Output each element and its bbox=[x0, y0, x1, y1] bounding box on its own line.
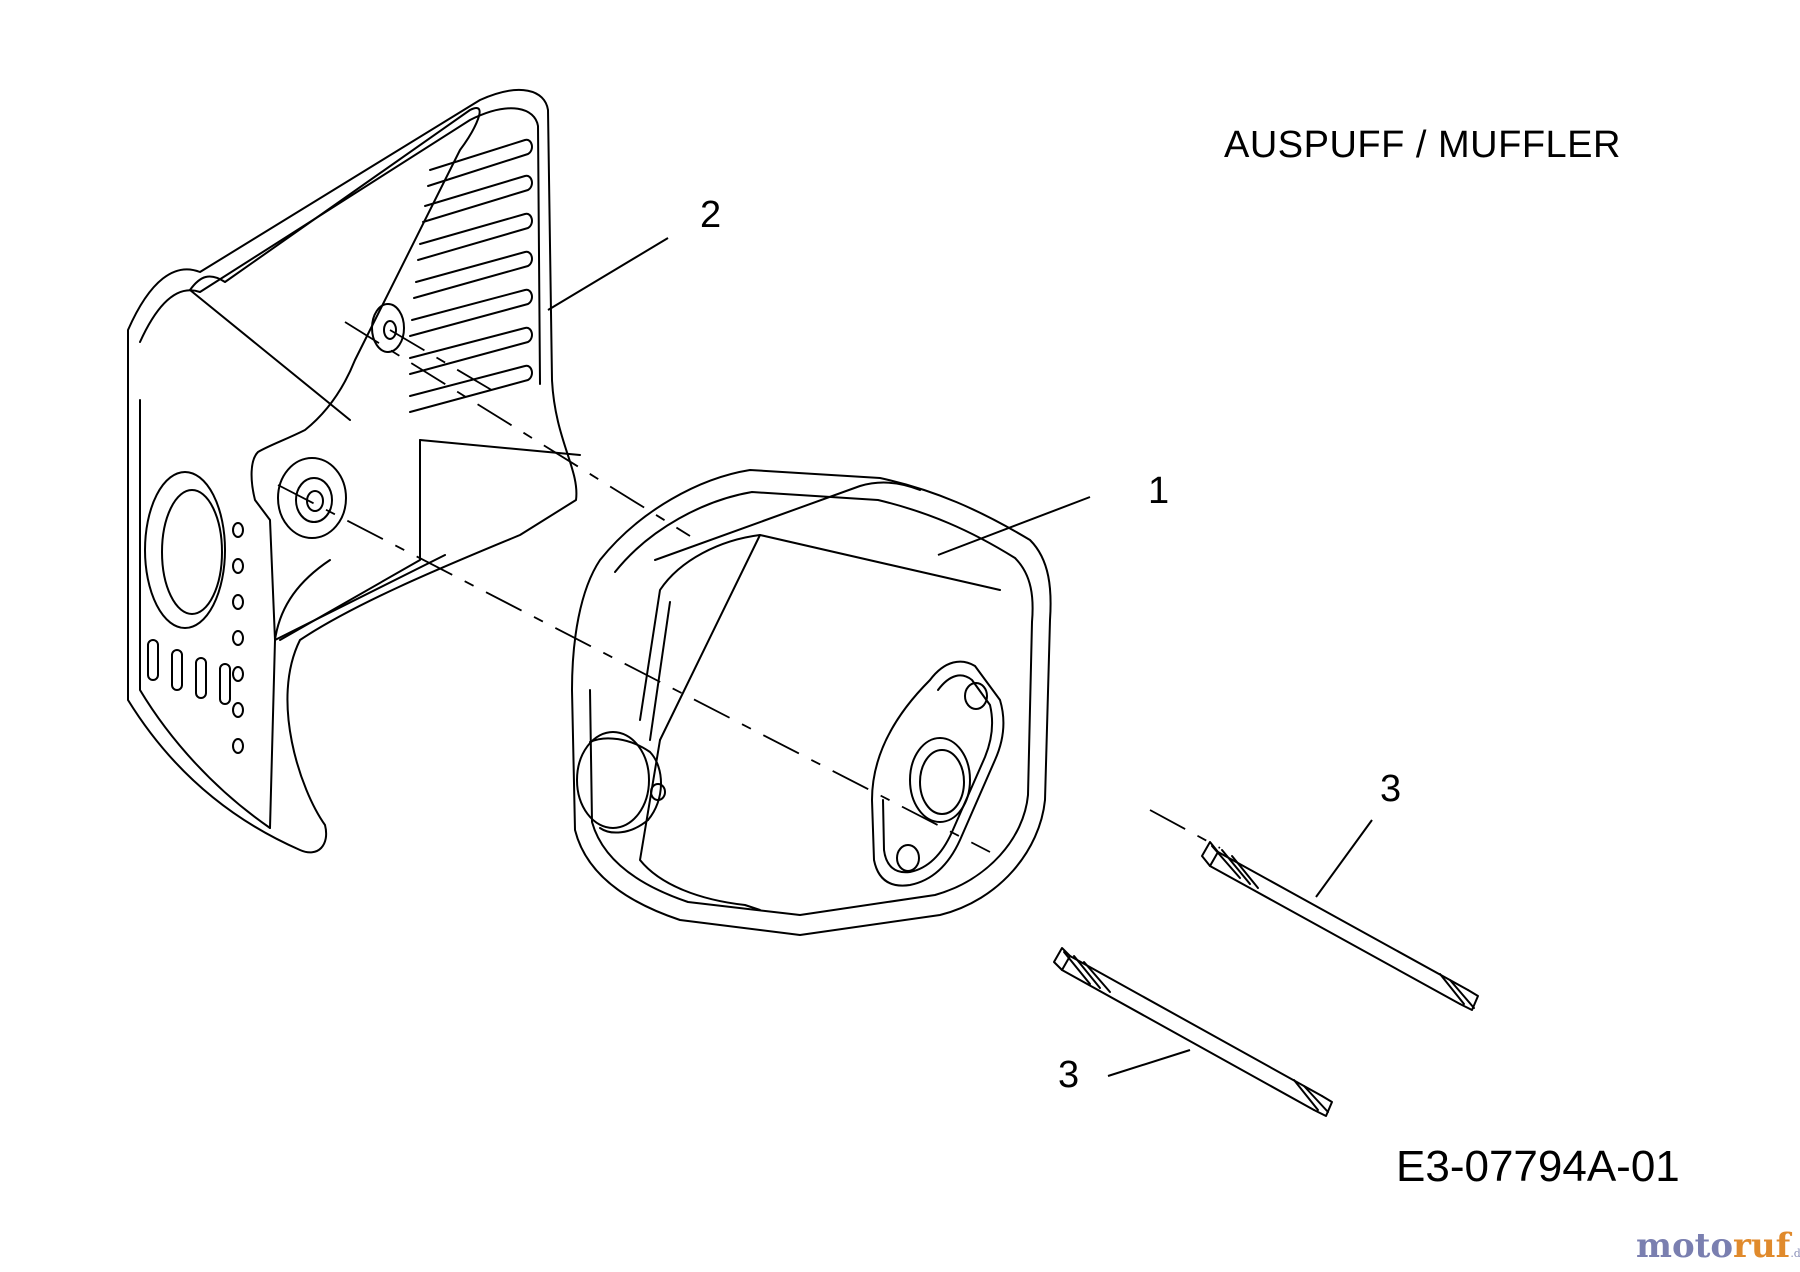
stud-upper-drawing bbox=[1201, 841, 1479, 1011]
diagram-title: AUSPUFF / MUFFLER bbox=[1224, 124, 1621, 166]
watermark-prefix: moto bbox=[1636, 1226, 1734, 1266]
stud-lower-drawing bbox=[1053, 947, 1333, 1117]
callout-shield: 2 bbox=[700, 194, 722, 236]
callout-muffler: 1 bbox=[1148, 470, 1170, 512]
watermark-logo: motoruf.de bbox=[1636, 1226, 1800, 1266]
watermark-suffix: .de bbox=[1790, 1247, 1800, 1260]
callout-stud-upper: 3 bbox=[1380, 768, 1402, 810]
muffler-shield-drawing bbox=[127, 88, 581, 854]
muffler-body-drawing bbox=[571, 469, 1052, 936]
watermark-accent: ruf bbox=[1733, 1226, 1791, 1266]
explosion-lines bbox=[277, 321, 1221, 853]
callout-stud-lower: 3 bbox=[1058, 1054, 1080, 1096]
leader-lines bbox=[547, 237, 1373, 1077]
drawing-code: E3-07794A-01 bbox=[1396, 1142, 1680, 1191]
